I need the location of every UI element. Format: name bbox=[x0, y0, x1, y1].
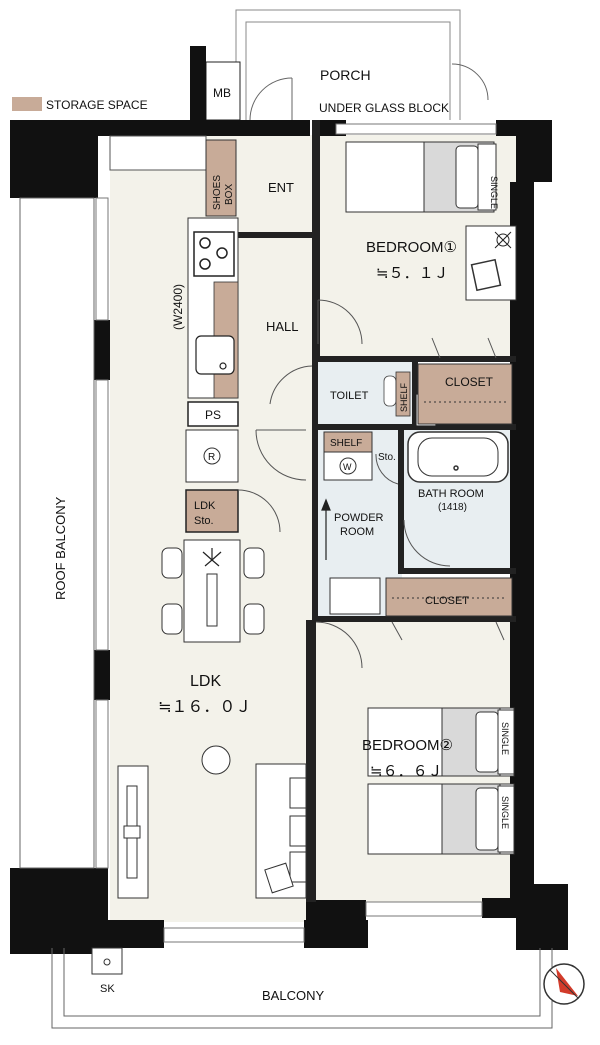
ent-label: ENT bbox=[268, 180, 294, 195]
fridge-icon bbox=[203, 447, 221, 465]
sofa bbox=[255, 763, 307, 899]
fridge-label: R bbox=[208, 452, 215, 463]
bed-3 bbox=[367, 783, 515, 855]
tv-board bbox=[117, 765, 149, 899]
under-glass-block-label: UNDER GLASS BLOCK bbox=[319, 101, 449, 115]
exterior-walls bbox=[10, 46, 568, 954]
bath-room-label: BATH ROOM bbox=[418, 488, 484, 500]
drain-icon bbox=[103, 958, 111, 966]
toilet-bowl bbox=[383, 375, 397, 407]
ldk-sto-label-1: LDK bbox=[194, 500, 216, 512]
balcony-label: BALCONY bbox=[262, 988, 324, 1003]
bedroom2-area: ≒６．６Ｊ bbox=[370, 762, 443, 780]
washer bbox=[323, 451, 373, 481]
sto-label: Sto. bbox=[378, 452, 396, 463]
bed-1 bbox=[345, 141, 497, 213]
powder-room-label-1: POWDER bbox=[334, 512, 384, 524]
sink-slop bbox=[91, 947, 123, 975]
closet-1-label: CLOSET bbox=[445, 375, 494, 389]
closet-2-label: CLOSET bbox=[425, 595, 469, 607]
fridge bbox=[185, 429, 239, 483]
chair-icon bbox=[161, 547, 265, 635]
lamp-icon bbox=[201, 745, 231, 775]
bed-2 bbox=[367, 707, 515, 777]
washer-label: W bbox=[343, 462, 352, 472]
single-label-1: SINGLE bbox=[489, 176, 499, 209]
left-windows bbox=[95, 197, 109, 869]
desk-chair bbox=[470, 258, 502, 292]
hall-label: HALL bbox=[266, 319, 299, 334]
plant-icon bbox=[202, 548, 222, 567]
closet-1 bbox=[417, 363, 513, 425]
washer-icon bbox=[339, 457, 357, 475]
compass-icon bbox=[543, 963, 585, 1005]
mb-box bbox=[205, 61, 241, 121]
porch-label: PORCH bbox=[320, 67, 371, 83]
bottom-windows bbox=[163, 123, 497, 943]
toilet-label: TOILET bbox=[330, 390, 369, 402]
legend-label: STORAGE SPACE bbox=[46, 98, 148, 112]
bedroom1-area: ≒５．１Ｊ bbox=[376, 264, 449, 282]
upper-cabinet bbox=[109, 135, 207, 171]
ps-box-1 bbox=[187, 401, 239, 427]
shoes-box-label-1: SHOES bbox=[212, 175, 223, 210]
ldk-sto-label-2: Sto. bbox=[194, 515, 214, 527]
ldk-storage bbox=[185, 489, 239, 533]
shoes-box-label-2: BOX bbox=[224, 184, 235, 205]
roof-balcony bbox=[19, 197, 95, 869]
closet-2 bbox=[385, 577, 513, 617]
mb-label: MB bbox=[213, 86, 231, 100]
door-swings bbox=[237, 299, 505, 669]
single-label-3: SINGLE bbox=[500, 796, 510, 829]
kitchen-width-label: (W2400) bbox=[171, 284, 185, 330]
bedroom1-label: BEDROOM① bbox=[366, 239, 457, 256]
shelf-label: SHELF bbox=[330, 438, 362, 449]
arrow-up-icon bbox=[321, 498, 331, 560]
interior-walls bbox=[208, 120, 516, 902]
table-runner bbox=[206, 573, 218, 627]
toilet-shelf bbox=[395, 371, 411, 417]
bathtub bbox=[407, 431, 509, 483]
desk-lamp-icon bbox=[494, 231, 512, 249]
ldk-area: ≒１６．０Ｊ bbox=[158, 697, 251, 716]
powder-room-label-2: ROOM bbox=[340, 526, 374, 538]
roof-balcony-label: ROOF BALCONY bbox=[53, 496, 68, 600]
sk-label: SK bbox=[100, 983, 115, 995]
single-label-2: SINGLE bbox=[500, 722, 510, 755]
shoes-box bbox=[205, 139, 237, 217]
vanity bbox=[329, 577, 381, 615]
sink-icon bbox=[195, 335, 235, 375]
bedroom2-label: BEDROOM② bbox=[362, 737, 453, 754]
legend-swatch bbox=[12, 97, 42, 111]
bath-size-label: (1418) bbox=[438, 502, 467, 513]
stove-icon bbox=[193, 231, 235, 277]
ps-label-1: PS bbox=[205, 408, 221, 422]
toilet-shelf-label: SHELF bbox=[399, 382, 409, 412]
ldk-label: LDK bbox=[190, 673, 221, 690]
